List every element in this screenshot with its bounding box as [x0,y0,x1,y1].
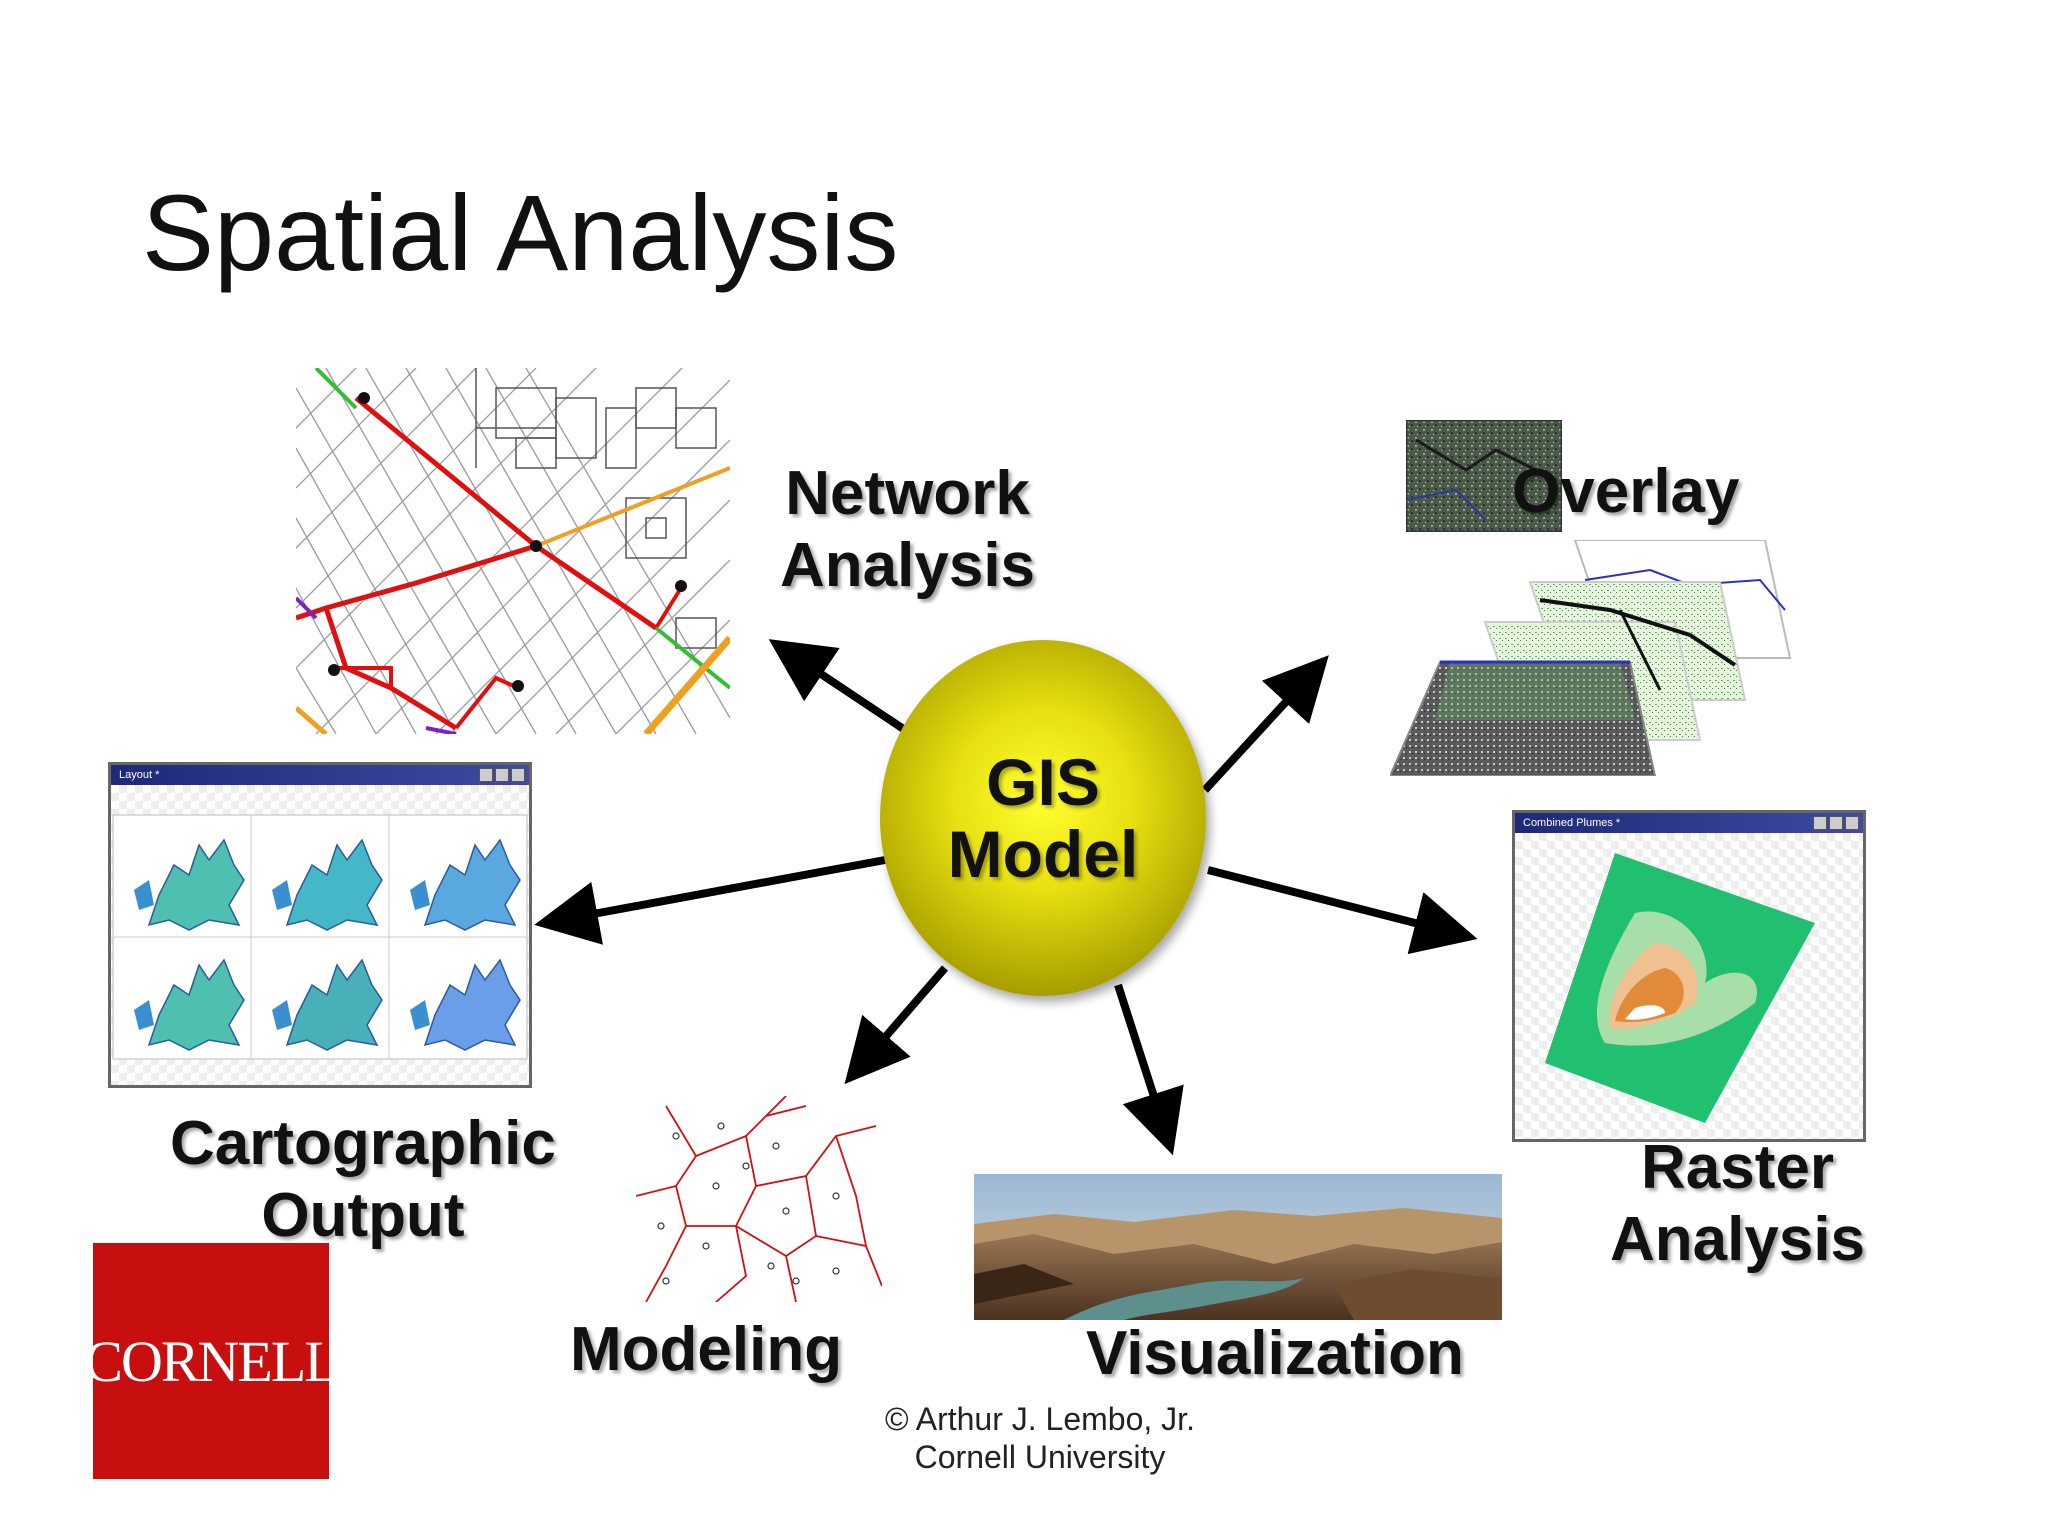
raster-plume-window: Combined Plumes * [1512,810,1866,1142]
layout-window-title: Layout * [119,769,160,781]
gis-model-node: GIS Model [880,640,1206,996]
arrow-to-cartographic [534,856,886,945]
europe-map-5 [272,958,383,1051]
overlay-label: Overlay [1512,456,1740,528]
europe-map-grid [112,814,528,1060]
raster-analysis-label: Raster Analysis [1610,1132,1865,1276]
network-label-line1: Network [785,459,1030,528]
close-icon [511,768,525,782]
arrow-to-raster [1207,866,1478,955]
cartographic-label-line1: Cartographic [170,1109,556,1178]
modeling-voronoi-image [636,1096,882,1302]
minimize-icon [479,768,493,782]
arrow-to-overlay [1202,655,1329,793]
overlay-label-line1: Overlay [1512,457,1740,526]
network-map-image [296,368,730,734]
visualization-label: Visualization [1086,1318,1464,1390]
gis-model-line2: Model [947,817,1139,891]
layout-window-titlebar: Layout * [111,765,529,785]
arrow-to-modeling [844,965,949,1085]
network-analysis-label: Network Analysis [780,458,1035,602]
gis-model-line1: GIS [986,745,1100,819]
europe-map-1 [134,838,245,931]
europe-map-3 [410,838,521,931]
cornell-logo-text: CORNELL [84,1328,339,1394]
overlay-satellite-thumbnail [1406,420,1562,532]
minimize-icon [1813,816,1827,830]
network-label-line2: Analysis [780,531,1036,600]
maximize-icon [1829,816,1843,830]
cornell-logo: CORNELL [84,1243,340,1479]
credit-line2: Cornell University [914,1439,1166,1475]
cartographic-label-line2: Output [261,1181,465,1250]
cartographic-output-label: Cartographic Output [170,1108,556,1252]
maximize-icon [495,768,509,782]
raster-label-line2: Analysis [1610,1205,1866,1274]
visualization-label-line1: Visualization [1086,1319,1464,1388]
modeling-label: Modeling [570,1314,842,1386]
europe-map-6 [410,958,521,1051]
europe-map-4 [134,958,245,1051]
credit-line1: © Arthur J. Lembo, Jr. [885,1401,1195,1437]
raster-window-titlebar: Combined Plumes * [1515,813,1863,833]
raster-label-line1: Raster [1641,1133,1835,1202]
overlay-stacked-layers [1390,540,1792,776]
raster-plume-image [1545,853,1815,1123]
cartographic-layout-window: Layout * [108,762,532,1088]
raster-window-title: Combined Plumes * [1523,817,1621,829]
copyright-credit: © Arthur J. Lembo, Jr. Cornell Universit… [850,1400,1230,1476]
close-icon [1845,816,1859,830]
slide-title: Spatial Analysis [142,172,899,293]
arrow-to-network [768,639,908,734]
europe-map-2 [272,838,383,931]
arrow-to-visualization [1114,983,1184,1156]
modeling-label-line1: Modeling [570,1315,843,1384]
visualization-canyon-image [974,1174,1502,1320]
